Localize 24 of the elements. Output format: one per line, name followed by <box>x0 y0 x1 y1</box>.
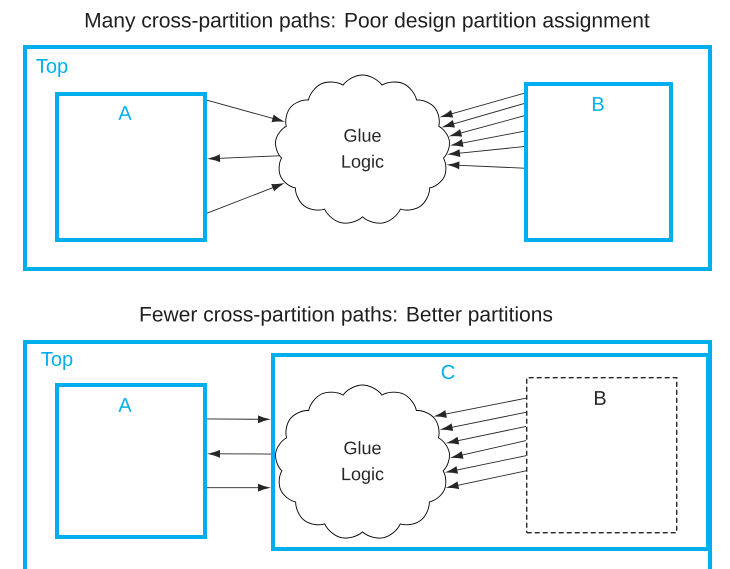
arrow <box>206 100 284 122</box>
heading: Many cross-partition paths: Poor design partition assignment <box>86 12 650 32</box>
arrow <box>447 426 526 444</box>
arrow <box>448 146 524 157</box>
dashed-box: B <box>526 377 678 534</box>
block-box: A <box>55 92 207 242</box>
arrow <box>452 130 524 147</box>
arrow <box>452 440 526 459</box>
block-box: B <box>524 82 673 242</box>
arrow <box>435 398 526 418</box>
heading: Fewer cross-partition paths: Better partitions <box>140 306 552 326</box>
arrow <box>206 416 270 423</box>
arrow <box>206 183 284 214</box>
arrow <box>206 484 270 492</box>
arrow <box>441 412 526 431</box>
arrow <box>446 455 526 474</box>
arrow <box>447 470 526 489</box>
arrow <box>208 450 272 458</box>
arrow <box>448 162 524 170</box>
arrow <box>450 115 524 137</box>
arrow <box>208 154 280 162</box>
arrow <box>441 92 524 118</box>
arrow <box>443 103 524 128</box>
block-box: A <box>55 383 207 539</box>
